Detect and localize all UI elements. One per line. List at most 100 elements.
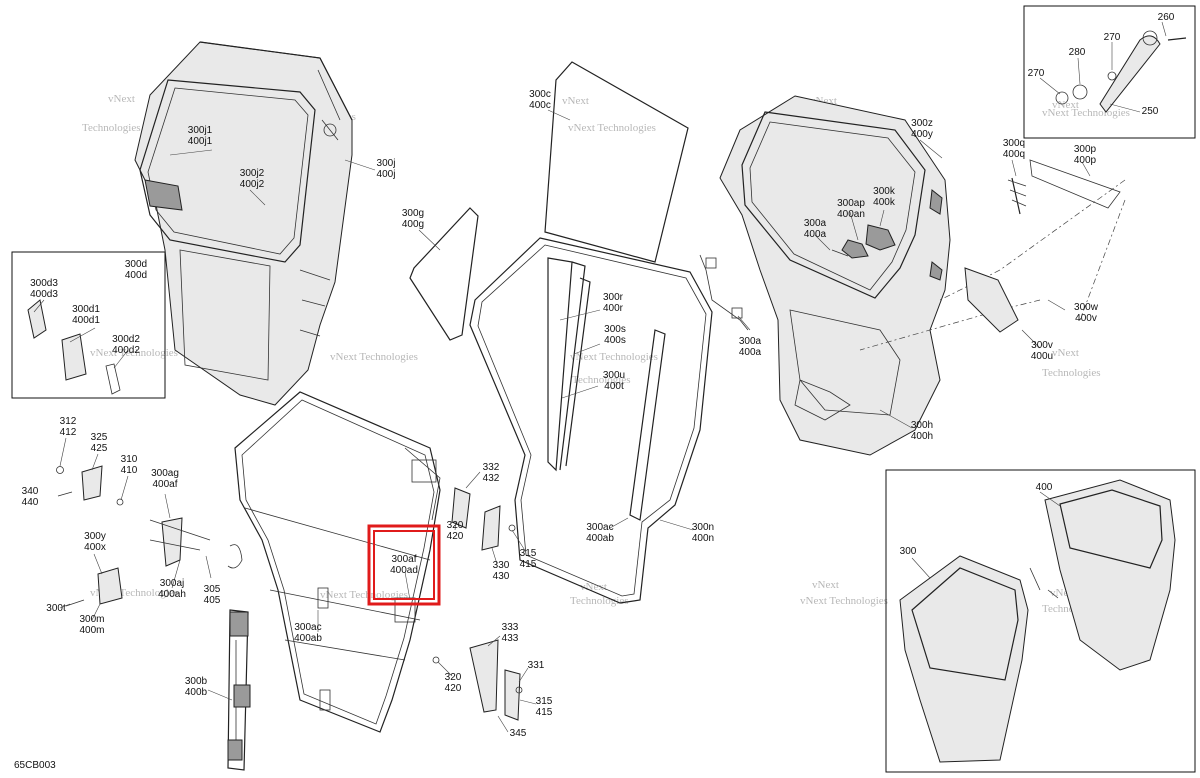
- part-number: 340: [22, 486, 39, 497]
- part-number: 330: [493, 560, 510, 571]
- part-number: 400a: [739, 347, 762, 358]
- part-number: 400v: [1075, 313, 1097, 324]
- watermark: vNext Technologies: [90, 347, 178, 359]
- part-number: 300z: [911, 118, 933, 129]
- part-number: 300h: [911, 420, 933, 431]
- part-number: 405: [204, 595, 221, 606]
- hinge-inset-parts: [1055, 30, 1187, 113]
- latch-inset-parts: [27, 299, 121, 395]
- part-number: 400ab: [586, 533, 614, 544]
- part-callout-260: 260: [1158, 12, 1175, 23]
- part-number: 333: [502, 622, 519, 633]
- part-number: 280: [1069, 47, 1086, 58]
- watermark: vNext: [812, 579, 839, 591]
- part-number: 300ap: [837, 198, 865, 209]
- part-number: 300m: [79, 614, 104, 625]
- part-number: 305: [204, 584, 221, 595]
- part-number: 315: [536, 696, 553, 707]
- latch-detail-inset-box: [11, 251, 166, 399]
- part-number: 400t: [604, 381, 624, 392]
- part-number: 400g: [402, 219, 424, 230]
- part-number: 300b: [185, 676, 208, 687]
- leader-lines: [33, 21, 1167, 733]
- part-number: 400k: [873, 197, 896, 208]
- assembly-axis-line: [939, 179, 1126, 301]
- window-regulator: [227, 609, 251, 771]
- part-number: 400j2: [240, 179, 265, 190]
- part-number: 400q: [1003, 149, 1025, 160]
- part-number: 400h: [911, 431, 933, 442]
- part-number: 300n: [692, 522, 714, 533]
- part-number: 400ab: [294, 633, 322, 644]
- part-number: 400af: [152, 479, 177, 490]
- part-number: 400m: [79, 625, 104, 636]
- part-number: 400s: [604, 335, 626, 346]
- part-number: 415: [520, 559, 537, 570]
- hinge-detail-inset-box: [1023, 5, 1196, 139]
- part-number: 400c: [529, 100, 551, 111]
- part-number: 300w: [1074, 302, 1099, 313]
- watermark: Technologies: [1042, 367, 1101, 379]
- part-callout-300t: 300t: [46, 603, 66, 614]
- part-number: 300r: [603, 292, 624, 303]
- part-callout-270-r: 270: [1104, 32, 1121, 43]
- watermark: vNext: [108, 93, 135, 105]
- part-number: 325: [91, 432, 108, 443]
- part-number: 300u: [603, 370, 625, 381]
- part-number: 300j: [377, 158, 396, 169]
- part-number: 432: [483, 473, 500, 484]
- part-number: 410: [121, 465, 138, 476]
- part-number: 300p: [1074, 144, 1097, 155]
- watermark: vNext: [1052, 347, 1079, 359]
- part-number: 400d2: [112, 345, 140, 356]
- part-number: 415: [536, 707, 553, 718]
- part-callout-250: 250: [1142, 106, 1159, 117]
- part-number: 400r: [603, 303, 624, 314]
- door-frame: [234, 391, 441, 733]
- assembly-overview-inset-box: [885, 469, 1196, 773]
- watermark: vNext Technologies: [568, 122, 656, 134]
- part-number: 300j1: [188, 125, 213, 136]
- part-number: 300ac: [586, 522, 613, 533]
- part-number: 300a: [804, 218, 827, 229]
- part-number: 400d3: [30, 289, 58, 300]
- main-glass: [544, 61, 689, 263]
- part-number: 300af: [391, 554, 416, 565]
- part-number: 312: [60, 416, 77, 427]
- watermark: Technologies: [570, 595, 629, 607]
- outer-door-panel: [134, 41, 353, 406]
- part-callout-270-l: 270: [1028, 68, 1045, 79]
- part-number: 400b: [185, 687, 208, 698]
- part-callout-300: 300: [900, 546, 917, 557]
- part-number: 300ag: [151, 468, 179, 479]
- part-number: 400j: [377, 169, 396, 180]
- part-callout-280: 280: [1069, 47, 1086, 58]
- part-callout-400: 400: [1036, 482, 1053, 493]
- selected-callout-highlight[interactable]: [367, 524, 441, 606]
- part-number: 260: [1158, 12, 1175, 23]
- watermark: vNext: [580, 581, 607, 593]
